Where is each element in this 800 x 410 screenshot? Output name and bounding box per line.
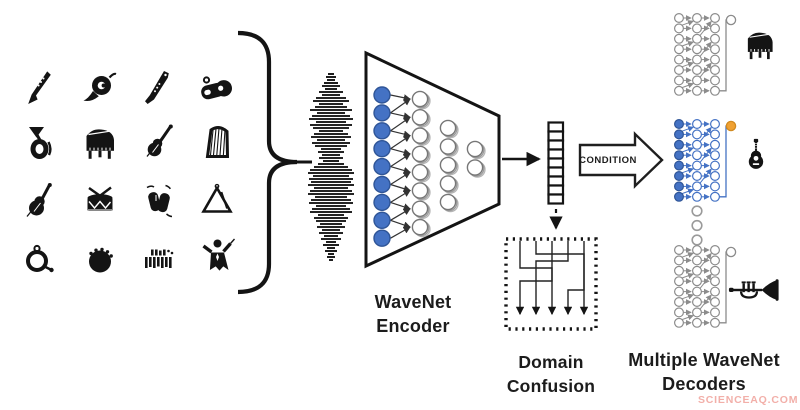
trumpet-icon — [727, 278, 780, 302]
instrument-grid — [25, 71, 237, 275]
condition-arrow: CONDITION — [578, 131, 664, 189]
decoder-guitar — [673, 118, 765, 202]
decoders-label-line1: Multiple WaveNet — [628, 350, 780, 370]
cello-icon — [25, 181, 54, 218]
domain-confusion-label-line2: Confusion — [506, 375, 596, 396]
encoder-label: WaveNet Encoder — [323, 291, 503, 338]
snare-drum-icon — [86, 186, 114, 213]
decoders-label-line2: Decoders — [662, 373, 746, 394]
domain-confusion-label-line1: Domain — [518, 352, 584, 372]
decoders-label: Multiple WaveNet Decoders — [614, 349, 794, 396]
french-horn-icon — [82, 72, 118, 103]
whistle-icon — [198, 76, 235, 103]
decoder-output-node-trumpet — [725, 246, 737, 258]
decoder-output-node-guitar — [725, 120, 737, 132]
domain-confusion-box — [504, 237, 598, 331]
timpani-icon — [26, 243, 56, 275]
conductor-icon — [201, 237, 237, 273]
clapping-hands-icon — [146, 184, 173, 218]
latent-vector — [547, 121, 565, 205]
domain-confusion-label: Domain Confusion — [461, 351, 641, 398]
wavenet-decoders — [673, 13, 780, 328]
tuba-icon — [27, 125, 52, 161]
piano-icon — [747, 31, 774, 60]
domain-confusion-lines — [515, 241, 589, 316]
watermark-text: SCIENCEAQ.COM — [698, 394, 799, 406]
clarinet-icon — [28, 71, 51, 104]
decoder-ellipsis-dots — [691, 205, 703, 246]
encoder-nodes — [373, 86, 486, 247]
decoder-trumpet — [673, 245, 780, 328]
grand-piano-icon — [85, 128, 115, 160]
tambourine-icon — [89, 247, 113, 273]
decoder-piano — [673, 13, 774, 96]
encoder-label-line1: WaveNet — [374, 292, 452, 312]
triangle-icon — [202, 183, 232, 213]
xylophone-icon — [145, 249, 174, 268]
harp-icon — [206, 126, 229, 158]
decoder-output-node-piano — [725, 14, 737, 26]
encoder-label-line2: Encoder — [376, 315, 450, 336]
condition-label: CONDITION — [579, 155, 637, 166]
audio-waveform — [308, 73, 354, 261]
violin-icon — [145, 123, 175, 158]
guitar-icon — [747, 138, 765, 170]
recorder-icon — [145, 71, 169, 104]
grouping-brace — [237, 30, 298, 295]
